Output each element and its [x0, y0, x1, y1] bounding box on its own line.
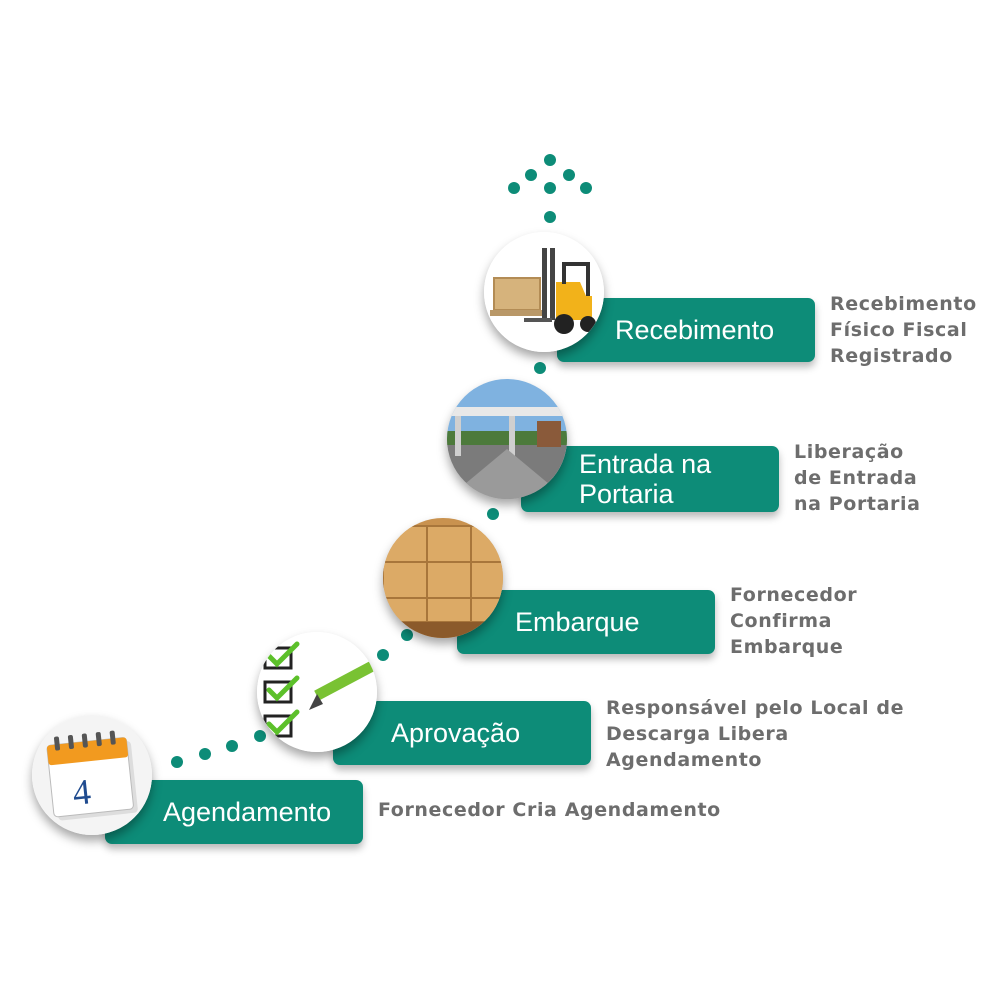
step-recebimento-description: Recebimento Físico Fiscal Registrado — [830, 293, 977, 367]
step-entrada-portaria-title: Entrada na Portaria — [579, 449, 712, 509]
step-embarque-description: Fornecedor Confirma Embarque — [730, 584, 858, 658]
checklist-icon — [257, 632, 377, 752]
step-agendamento-description: Fornecedor Cria Agendamento — [378, 799, 721, 821]
calendar-icon: 4 — [32, 715, 152, 835]
step-aprovacao-title: Aprovação — [391, 718, 521, 748]
boxes-icon — [383, 518, 503, 638]
step-agendamento-title: Agendamento — [163, 797, 332, 827]
step-embarque-pill: Embarque — [457, 590, 715, 654]
step-entrada-portaria-description: Liberação de Entrada na Portaria — [794, 441, 921, 515]
step-recebimento-title: Recebimento — [615, 315, 775, 345]
gate-icon — [447, 379, 567, 499]
step-recebimento-pill: Recebimento — [557, 298, 815, 362]
step-aprovacao-pill: Aprovação — [333, 701, 591, 765]
calendar-day: 4 — [71, 771, 93, 813]
step-embarque-title: Embarque — [515, 607, 640, 637]
forklift-icon — [484, 232, 604, 352]
step-aprovacao-description: Responsável pelo Local de Descarga Liber… — [606, 697, 905, 771]
